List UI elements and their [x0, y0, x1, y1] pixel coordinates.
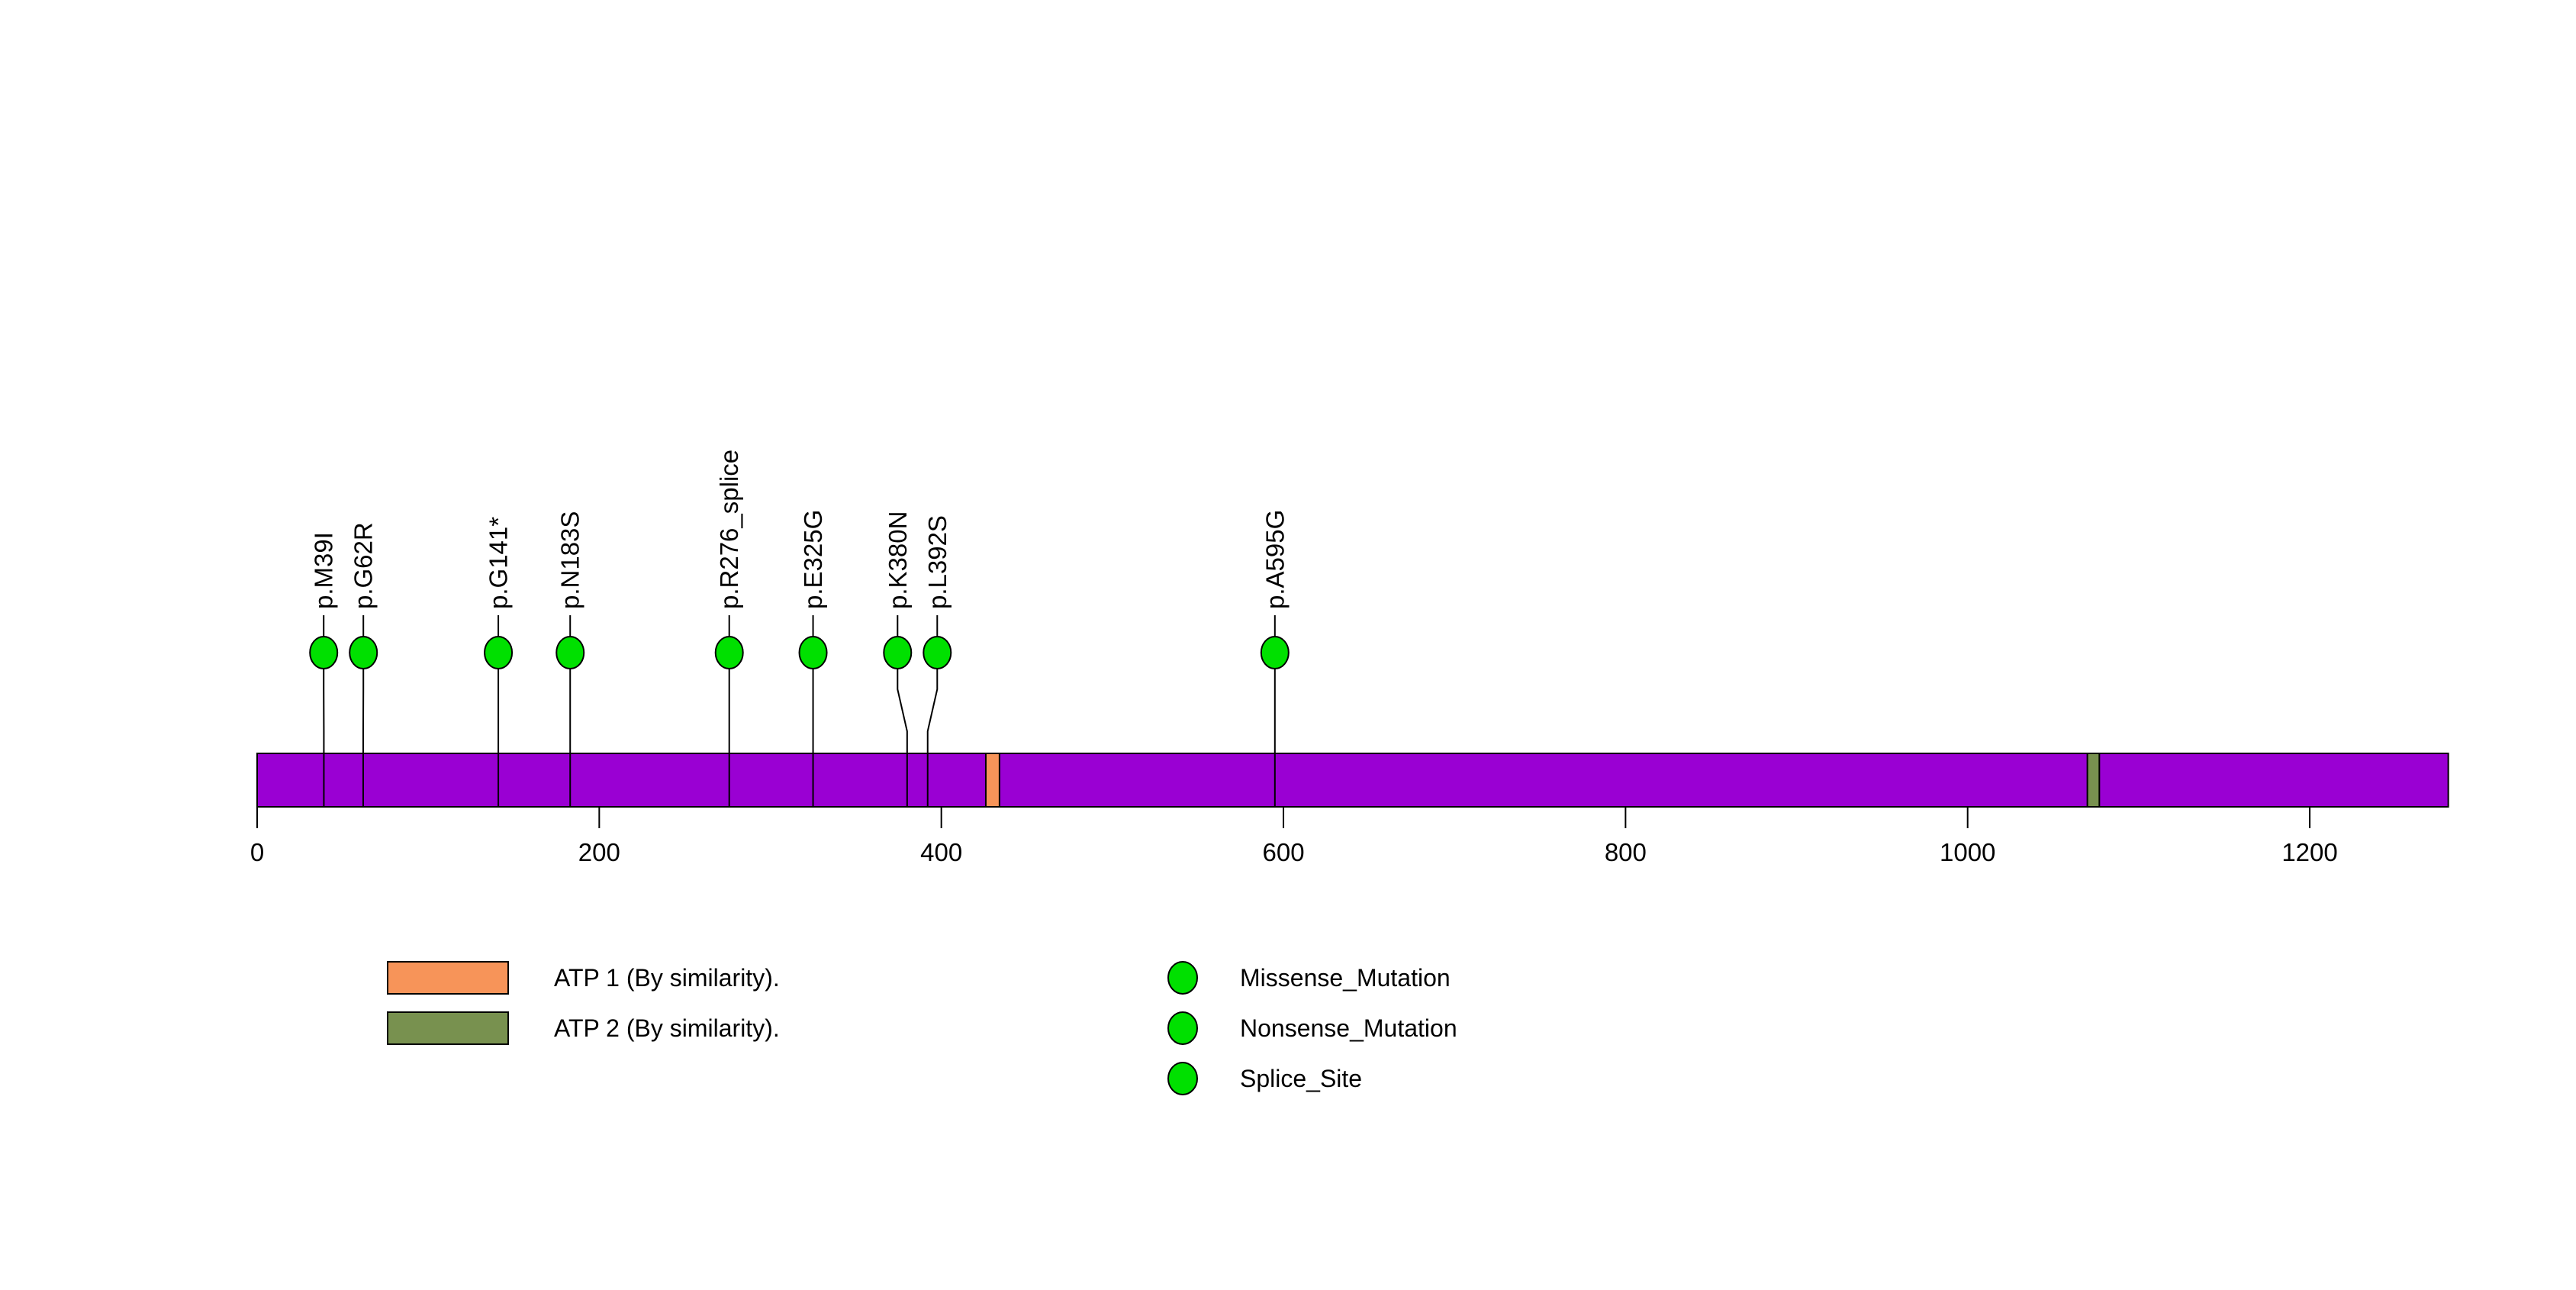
- mutation-stem: [926, 669, 939, 806]
- mutation-label: p.N183S: [556, 511, 584, 609]
- mutation-marker-Splice_Site: [714, 636, 744, 669]
- mutation-marker-Missense_Mutation: [1260, 636, 1290, 669]
- protein-backbone-layer: [256, 753, 2449, 808]
- domain-layer: [984, 753, 2101, 808]
- legend-mutation-label-1: Missense_Mutation: [1240, 964, 1451, 992]
- axis-tick-label: 1000: [1940, 838, 1995, 866]
- legend-domain-label-1: ATP 1 (By similarity).: [554, 964, 780, 992]
- legend-domain-label-2: ATP 2 (By similarity).: [554, 1014, 780, 1042]
- axis-tick-label: 800: [1605, 838, 1647, 866]
- legend-mutation-marker-2: [1167, 1011, 1198, 1045]
- mutation-stem: [897, 669, 908, 806]
- protein-backbone-bar: [256, 753, 2449, 808]
- legend-domain-swatch-2: [387, 1011, 509, 1045]
- legend-layer: ATP 1 (By similarity). ATP 2 (By similari…: [387, 961, 1457, 1095]
- mutation-label: p.K380N: [884, 511, 912, 609]
- mutation-marker-Nonsense_Mutation: [484, 636, 514, 669]
- axis-tick-label: 400: [920, 838, 962, 866]
- axis-tick-label: 200: [578, 838, 620, 866]
- mutation-label-layer: p.M39I p.G62R p.G141* p.N183S p.R276_splice p…: [310, 450, 1290, 609]
- mutation-marker-Missense_Mutation: [883, 636, 913, 669]
- domain-region-1: [984, 753, 1000, 808]
- x-axis-layer: 0 200 400 600 800 1000 1200: [250, 807, 2338, 866]
- axis-tick-label: 600: [1262, 838, 1304, 866]
- mutation-marker-Missense_Mutation: [349, 636, 378, 669]
- mutation-marker-Missense_Mutation: [309, 636, 339, 669]
- mutation-stem-layer: [323, 615, 1276, 806]
- mutation-label: p.L392S: [923, 515, 952, 609]
- axis-tick-label: 1200: [2281, 838, 2337, 866]
- legend-mutation-marker-3: [1167, 1062, 1198, 1095]
- legend-mutation-label-2: Nonsense_Mutation: [1240, 1014, 1457, 1042]
- mutation-label: p.E325G: [799, 510, 827, 609]
- legend-domain-swatch-1: [387, 961, 509, 995]
- axis-tick-label: 0: [250, 838, 264, 866]
- legend-mutation-label-3: Splice_Site: [1240, 1065, 1362, 1092]
- mutation-label: p.R276_splice: [715, 450, 743, 609]
- mutation-label: p.G141*: [485, 517, 513, 609]
- mutation-marker-Missense_Mutation: [798, 636, 828, 669]
- legend-mutation-marker-1: [1167, 961, 1198, 995]
- mutation-label: p.G62R: [349, 522, 378, 609]
- mutation-label: p.M39I: [310, 532, 338, 609]
- mutation-marker-layer: [309, 636, 1290, 669]
- mutation-label: p.A595G: [1261, 510, 1289, 609]
- mutation-marker-Missense_Mutation: [923, 636, 952, 669]
- mutation-marker-Missense_Mutation: [555, 636, 585, 669]
- domain-region-2: [2086, 753, 2101, 808]
